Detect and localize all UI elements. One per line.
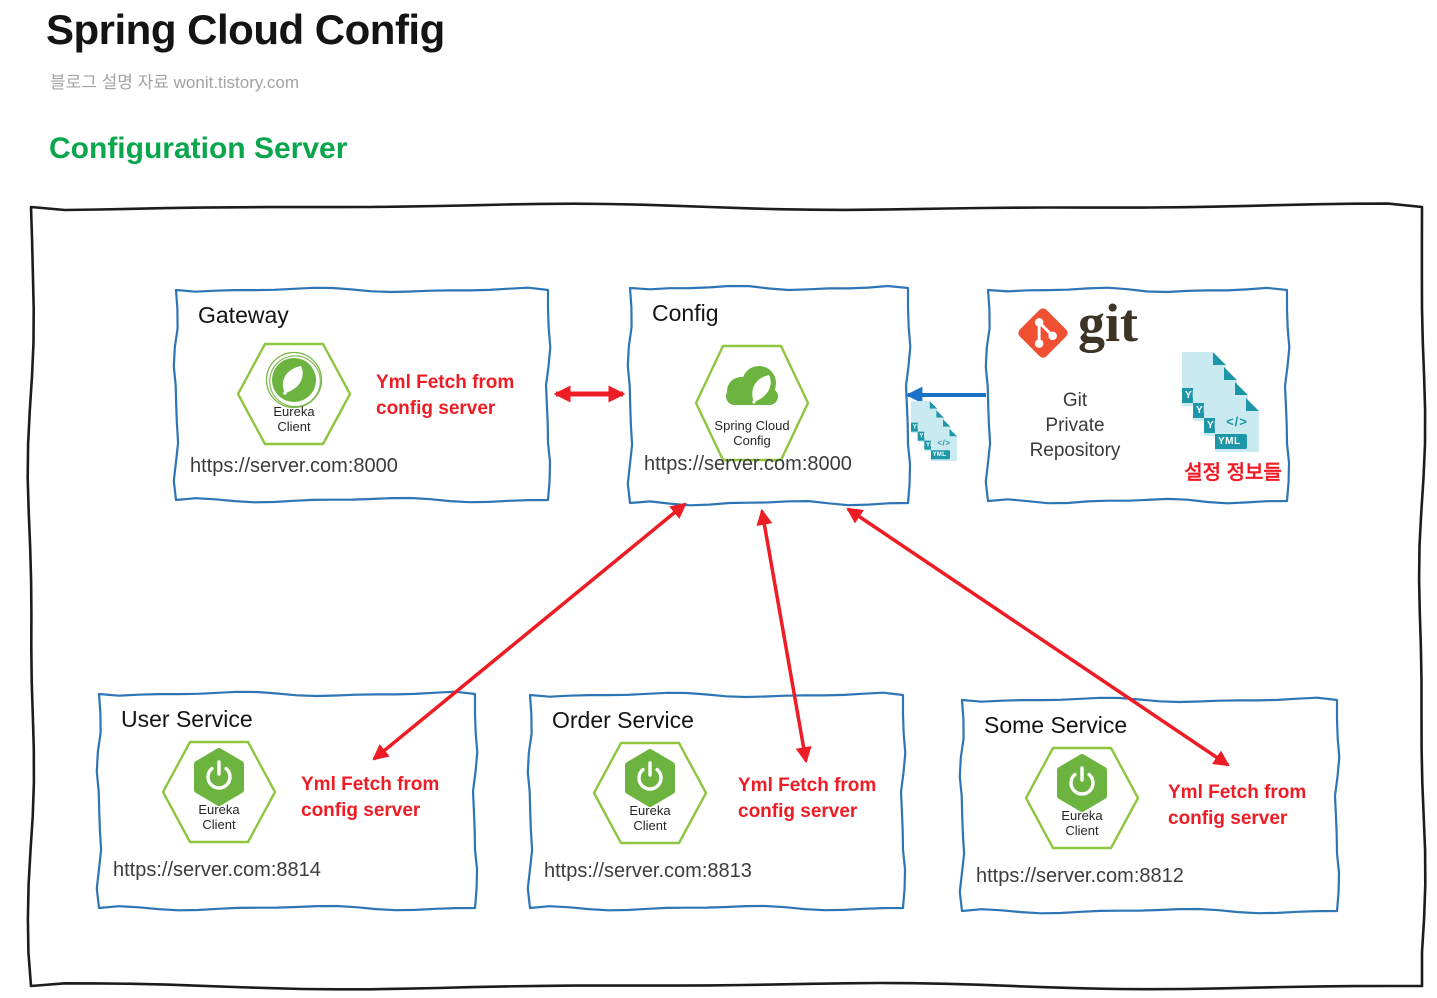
page-fold-icon	[930, 401, 938, 409]
spring-boot-icon	[161, 740, 277, 844]
gateway-title: Gateway	[198, 302, 289, 328]
spring-boot-icon	[1024, 746, 1140, 850]
config-url: https://server.com:8000	[644, 453, 852, 475]
page-subtitle: 블로그 설명 자료 wonit.tistory.com	[50, 73, 299, 92]
node-some-service: Some Service Eureka Client Yml Fetch fro…	[962, 700, 1337, 911]
yml-files-stack: </> YML </> YML </> YML </> YML	[1182, 352, 1262, 454]
git-note: 설정 정보들	[1184, 462, 1282, 484]
eureka-client-badge: Eureka Client	[1024, 746, 1140, 850]
node-order-service: Order Service Eureka Client Yml Fetch fr…	[530, 695, 903, 908]
yml-file-icon: </> YML	[1215, 398, 1259, 452]
some-service-url: https://server.com:8812	[976, 865, 1184, 887]
some-service-title: Some Service	[984, 712, 1128, 738]
section-heading: Configuration Server	[49, 132, 348, 165]
page-fold-icon	[1246, 398, 1259, 411]
eureka-client-badge: Eureka Client	[236, 342, 352, 446]
spring-leaf-icon	[236, 342, 352, 446]
page-fold-icon	[936, 410, 944, 418]
page-fold-icon	[1235, 382, 1248, 395]
eureka-client-label: Eureka Client	[198, 802, 240, 832]
user-service-title: User Service	[121, 706, 253, 732]
eureka-client-badge: Eureka Client	[592, 741, 708, 845]
node-user-service: User Service Eureka Client Yml Fetch fro…	[99, 694, 475, 908]
eureka-client-label: Eureka Client	[273, 404, 315, 434]
page-fold-icon	[943, 419, 951, 427]
eureka-client-label: Eureka Client	[629, 803, 671, 833]
page-fold-icon	[1224, 367, 1237, 380]
spring-cloud-config-badge: Spring Cloud Config	[694, 344, 810, 462]
gateway-url: https://server.com:8000	[190, 455, 398, 477]
node-gateway: Gateway Eureka Client Yml Fetch from con…	[176, 290, 548, 500]
spring-cloud-icon	[694, 344, 810, 462]
user-service-note: Yml Fetch from config server	[301, 774, 440, 821]
spring-cloud-config-label: Spring Cloud Config	[714, 418, 790, 448]
spring-boot-icon	[592, 741, 708, 845]
node-config: Config Spring Cloud Config https://serve…	[630, 288, 908, 503]
user-service-url: https://server.com:8814	[113, 859, 321, 881]
git-repo-label: Git Private Repository	[1029, 390, 1121, 461]
order-service-title: Order Service	[552, 707, 694, 733]
some-service-note: Yml Fetch from config server	[1168, 782, 1307, 829]
node-git: git Git Private Repository </> YML </> Y…	[988, 290, 1287, 501]
page-title: Spring Cloud Config	[46, 6, 445, 53]
order-service-note: Yml Fetch from config server	[738, 775, 877, 822]
git-wordmark: git	[1078, 293, 1138, 353]
eureka-client-label: Eureka Client	[1061, 808, 1103, 838]
config-title: Config	[652, 300, 719, 326]
yml-files-stack-small: </> YML </> YML </> YML </> YML	[911, 401, 959, 462]
yml-file-icon: </> YML	[931, 429, 957, 461]
page-fold-icon	[1213, 352, 1226, 365]
gateway-note: Yml Fetch from config server	[376, 372, 515, 419]
order-service-url: https://server.com:8813	[544, 860, 752, 882]
git-logo-icon	[1018, 308, 1068, 358]
eureka-client-badge: Eureka Client	[161, 740, 277, 844]
